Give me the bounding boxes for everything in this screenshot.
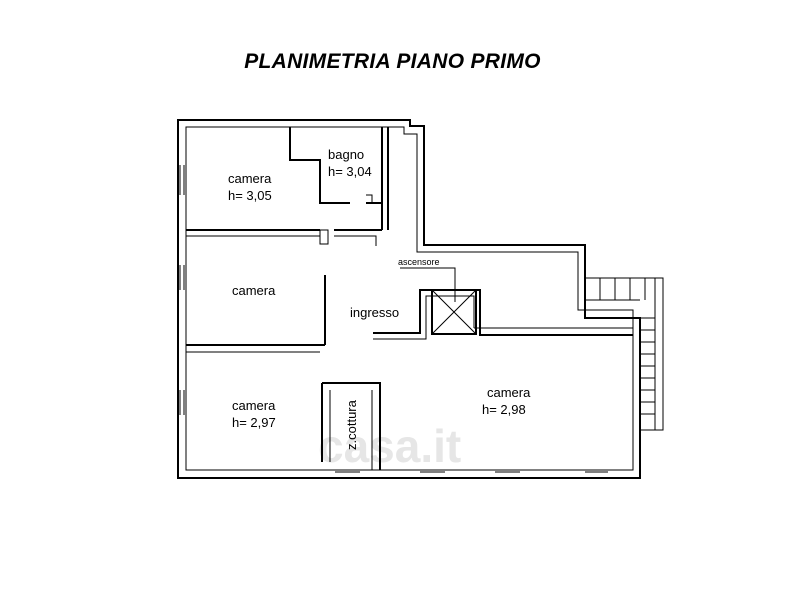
outer-wall-inner — [185, 126, 634, 471]
outer-wall — [177, 119, 641, 479]
elevator-cross — [431, 289, 477, 335]
elevator-leader — [400, 267, 456, 302]
watermark: casa.it — [318, 420, 461, 472]
wall-camera2-camera3 — [186, 275, 326, 346]
room-camera4-height: h= 2,98 — [482, 402, 526, 417]
room-camera1-label: camera — [228, 171, 272, 186]
corridor-wall — [381, 127, 389, 230]
room-camera2-label: camera — [232, 283, 276, 298]
window-left — [179, 165, 185, 415]
room-cottura-label: z.cottura — [344, 399, 359, 450]
ascensore-label: ascensore — [398, 257, 440, 267]
page-title: PLANIMETRIA PIANO PRIMO — [244, 50, 541, 73]
wall-camera1-camera2-inner — [186, 235, 377, 246]
room-bagno-label: bagno — [328, 147, 364, 162]
room-camera4-label: camera — [487, 385, 531, 400]
room-camera3-label: camera — [232, 398, 276, 413]
bagno-door — [319, 160, 373, 203]
elevator-shaft — [431, 289, 477, 335]
room-ingresso-label: ingresso — [350, 305, 399, 320]
pillar — [319, 229, 329, 245]
room-bagno-height: h= 3,04 — [328, 164, 372, 179]
room-camera1-height: h= 3,05 — [228, 188, 272, 203]
room-camera3-height: h= 2,97 — [232, 415, 276, 430]
staircase — [586, 277, 664, 431]
kitchen-wall-inner — [329, 295, 633, 470]
